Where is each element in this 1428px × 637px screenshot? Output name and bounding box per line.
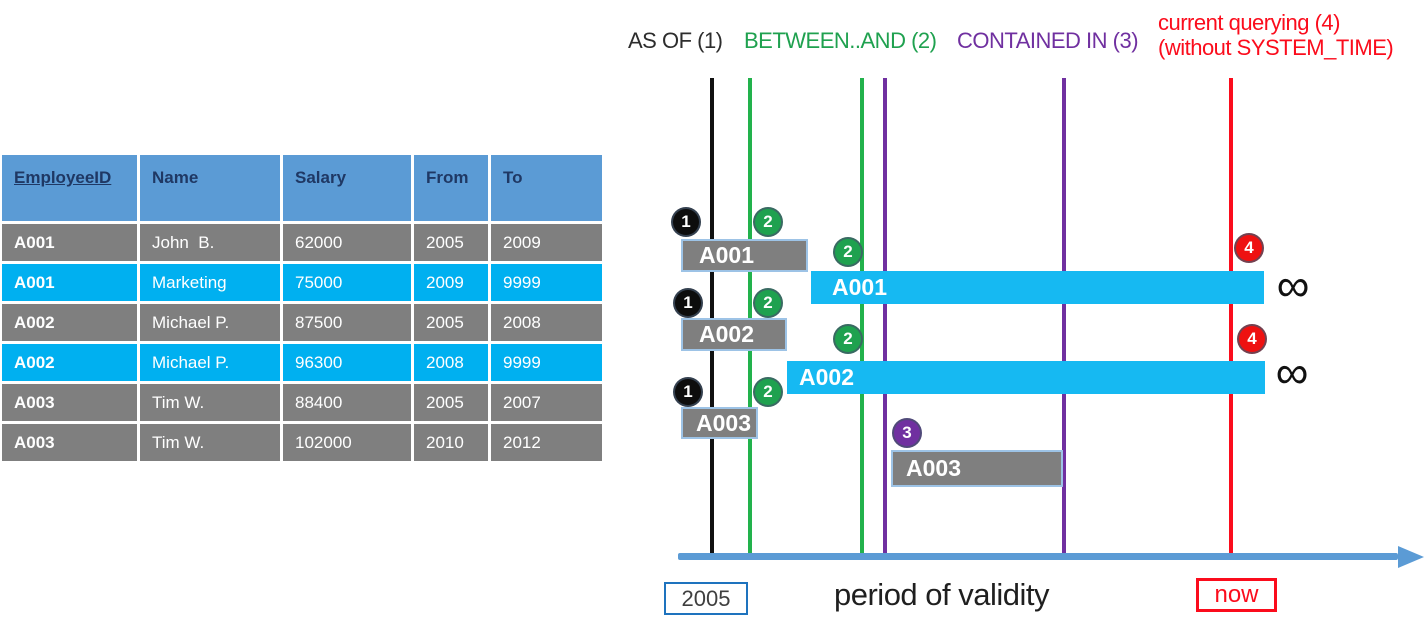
table-cell: 2008: [491, 304, 602, 341]
legend-contained-in: CONTAINED IN (3): [957, 28, 1139, 53]
table-cell: 9999: [491, 344, 602, 381]
contained-end-line: [1062, 78, 1066, 558]
contained-start-line: [883, 78, 887, 558]
legend-between-and: BETWEEN..AND (2): [744, 28, 937, 53]
table-cell: 2005: [414, 384, 488, 421]
badge-3-a003: 3: [892, 418, 922, 448]
table-header-cell: From: [414, 155, 488, 221]
badge-4-a001-current: 4: [1234, 233, 1264, 263]
legend-current-querying: current querying (4) (without SYSTEM_TIM…: [1158, 10, 1394, 60]
table-cell: 87500: [283, 304, 411, 341]
table-cell: 62000: [283, 224, 411, 261]
table-cell: Michael P.: [140, 304, 280, 341]
table-cell: 88400: [283, 384, 411, 421]
badge-2-a003: 2: [753, 377, 783, 407]
table-cell: 96300: [283, 344, 411, 381]
bar-a001-old: A001: [681, 239, 808, 272]
infinity-a001: ∞: [1276, 258, 1310, 311]
table-cell: 2005: [414, 224, 488, 261]
bar-a002-current: A002: [787, 361, 1265, 394]
table-header-cell: EmployeeID: [2, 155, 137, 221]
time-axis: [678, 553, 1398, 560]
between-end-line: [860, 78, 864, 558]
table-cell: 2009: [414, 264, 488, 301]
table-cell: Marketing: [140, 264, 280, 301]
bar-a002-old: A002: [681, 318, 787, 351]
badge-2-a001: 2: [753, 207, 783, 237]
badge-2-a001-current: 2: [833, 237, 863, 267]
table-cell: 2007: [491, 384, 602, 421]
table-cell: 9999: [491, 264, 602, 301]
table-cell: Tim W.: [140, 424, 280, 461]
badge-1-a003: 1: [673, 377, 703, 407]
bar-a001-current: A001: [811, 271, 1264, 304]
table-cell: 2012: [491, 424, 602, 461]
bar-a003-second: A003: [891, 450, 1063, 487]
time-axis-arrowhead: [1398, 546, 1424, 568]
table-cell: A003: [2, 424, 137, 461]
badge-4-a002-current: 4: [1237, 324, 1267, 354]
bar-a003-old: A003: [681, 407, 758, 439]
start-year-box: 2005: [664, 582, 748, 615]
table-cell: 2010: [414, 424, 488, 461]
table-cell: A001: [2, 264, 137, 301]
table-cell: John B.: [140, 224, 280, 261]
table-header-cell: Salary: [283, 155, 411, 221]
table-header-cell: Name: [140, 155, 280, 221]
table-cell: Michael P.: [140, 344, 280, 381]
badge-1-a002: 1: [673, 288, 703, 318]
table-cell: A001: [2, 224, 137, 261]
badge-1-a001: 1: [671, 207, 701, 237]
table-cell: A002: [2, 344, 137, 381]
badge-2-a002-current: 2: [833, 324, 863, 354]
legend-as-of: AS OF (1): [628, 28, 723, 53]
table-cell: 2005: [414, 304, 488, 341]
now-box: now: [1196, 578, 1277, 612]
table-cell: A003: [2, 384, 137, 421]
table-cell: 2009: [491, 224, 602, 261]
axis-title: period of validity: [834, 577, 1050, 612]
table-cell: 2008: [414, 344, 488, 381]
table-cell: Tim W.: [140, 384, 280, 421]
table-header-cell: To: [491, 155, 602, 221]
now-line: [1229, 78, 1233, 558]
infinity-a002: ∞: [1275, 345, 1309, 398]
table-cell: A002: [2, 304, 137, 341]
table-cell: 75000: [283, 264, 411, 301]
badge-2-a002: 2: [753, 288, 783, 318]
table-cell: 102000: [283, 424, 411, 461]
